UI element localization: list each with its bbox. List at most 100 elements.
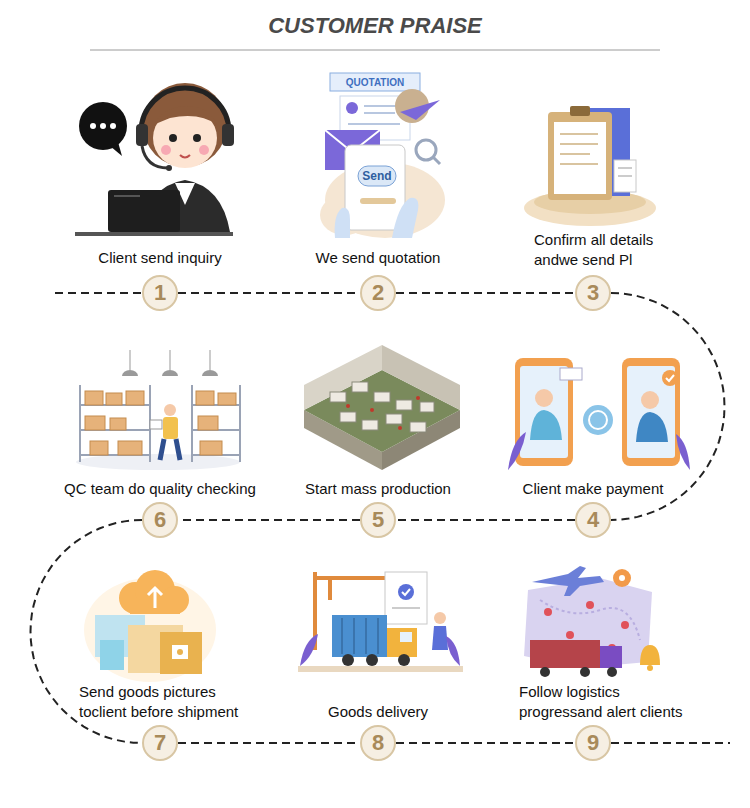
delivery-illustration-part-part [341,618,343,654]
factory-illustration-part-part [374,392,390,402]
payment-illustration-part [666,375,674,381]
support-agent-illustration-part [166,165,172,171]
payment-illustration-part [560,368,582,380]
warehouse-illustration-part [122,370,138,376]
logistics-illustration-part [613,569,631,587]
warehouse-illustration-part [160,439,180,460]
logistics-illustration-part [524,578,652,668]
pictures-illustration [84,570,216,682]
logistics-illustration-part [619,575,625,581]
delivery-illustration [298,572,463,672]
step-number: 8 [362,727,394,759]
step-circle: Start mass production5 [360,502,396,538]
quotation-illustration-part [360,198,396,204]
proforma-invoice-illustration-part [618,167,632,169]
step-caption: Start mass production [305,479,451,499]
step-caption: Client make payment [523,479,664,499]
step-caption: Send goods pictures toclient before ship… [79,682,264,721]
dashed-connector [178,292,360,294]
quotation-illustration-part [348,123,400,125]
support-agent-illustration-part [110,142,122,156]
delivery-illustration-part [332,615,387,657]
logistics-illustration [524,566,660,677]
warehouse-illustration-part [210,350,211,370]
factory-illustration-part-part [398,426,402,430]
delivery-illustration-part [385,572,427,624]
step-circle: Follow logistics progressand alert clien… [575,725,611,761]
step-number: 1 [144,277,176,309]
delivery-illustration-part [342,618,378,654]
payment-illustration-part [622,358,680,466]
warehouse-illustration-part [80,385,240,462]
factory-illustration-part-part [370,408,374,412]
payment-illustration-part [641,391,659,409]
warehouse-illustration-part [130,350,131,370]
logistics-illustration-part-part [566,631,574,639]
support-agent-illustration-part [169,134,177,142]
warehouse-illustration-part-part [191,385,193,462]
quotation-illustration-part [392,198,418,238]
factory-illustration-part-part [352,382,368,392]
proforma-invoice-illustration-part [618,175,632,177]
path-lead-part [55,292,142,294]
factory-illustration-part [304,345,382,410]
pictures-illustration-part [160,632,202,674]
support-agent-illustration-part [136,124,148,146]
logistics-illustration-part [607,667,617,677]
warehouse-illustration-part [163,417,178,439]
factory-illustration-part-part [410,422,426,432]
step-number: 7 [144,727,176,759]
step-caption: Client send inquiry [98,248,221,268]
quotation-illustration [320,73,445,238]
support-agent-illustration-part [114,195,140,197]
support-agent-illustration-part [141,88,229,132]
delivery-illustration-part [432,626,448,650]
support-agent-illustration-part [79,102,127,150]
support-agent-illustration-part [143,83,227,167]
pictures-illustration-part [100,640,124,670]
delivery-illustration-part-part [353,618,355,654]
quotation-illustration-part [358,166,396,186]
support-agent-illustration-part [75,232,233,236]
logistics-illustration-part [600,646,622,668]
payment-illustration-part [589,411,607,429]
step-circle: We send quotation2 [360,275,396,311]
delivery-illustration-part-part [365,618,367,654]
warehouse-illustration-part-part [218,393,236,405]
step-number: 2 [362,277,394,309]
delivery-illustration-part [402,589,410,595]
logistics-illustration-part [540,667,550,677]
warehouse-illustration-part-part [79,385,81,462]
support-agent-illustration-part [180,155,190,158]
delivery-illustration-part [398,584,414,600]
logistics-illustration-part [532,566,604,596]
logistics-illustration-part [580,667,590,677]
logistics-illustration-part [640,645,660,665]
warehouse-illustration-part-part [110,418,126,430]
step-number: 6 [144,504,176,536]
proforma-invoice-illustration-part [614,160,636,192]
step-caption: Goods delivery [328,702,428,722]
factory-illustration-part-part [386,414,402,424]
step-caption: Confirm all details andwe send Pl [534,230,684,269]
step-circle: Send goods pictures toclient before ship… [142,725,178,761]
step-caption: QC team do quality checking [64,479,256,499]
factory-illustration-part-part [362,420,378,430]
logistics-illustration-part-part [544,608,552,616]
quotation-illustration-part [345,145,405,230]
step-caption: We send quotation [316,248,441,268]
logistics-illustration-part [647,665,653,671]
title-rule-part [90,50,660,51]
warehouse-illustration-part-part [200,441,222,455]
warehouse-illustration-part-part [126,391,144,405]
illustration-label: Send [358,167,396,185]
illustration-label: QUOTATION [330,75,420,91]
logistics-illustration-part-part [621,621,629,629]
proforma-invoice-illustration [524,106,656,226]
delivery-illustration-part [298,666,463,672]
step-circle: Confirm all details andwe send Pl3 [575,275,611,311]
warehouse-illustration-part [162,370,178,376]
support-agent-illustration-part [142,146,168,168]
step-circle: Client send inquiry1 [142,275,178,311]
dashed-connector [396,519,575,521]
